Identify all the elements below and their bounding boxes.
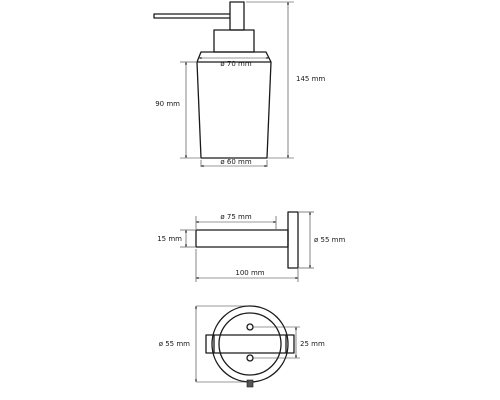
- screw-icon: [246, 379, 254, 388]
- wall-plate-inner-circle: [218, 312, 282, 376]
- holder-arm: [195, 229, 289, 248]
- bottom-diameter-label: ø 60 mm: [220, 158, 251, 166]
- holder-side-view: ø 75 mm ø 55 mm 15 mm 100 mm: [157, 211, 345, 282]
- projection-label: 100 mm: [235, 269, 264, 277]
- left-lug: [205, 334, 215, 354]
- dispenser-side-view: ø 70 mm ø 60 mm 90 mm 145 mm: [153, 1, 325, 168]
- hole-spacing-label: 25 mm: [300, 340, 325, 348]
- top-diameter-label: ø 70 mm: [220, 60, 251, 68]
- ring-diameter-label: ø 75 mm: [220, 213, 251, 221]
- body-height-label: 90 mm: [155, 100, 180, 108]
- arm-height-label: 15 mm: [157, 235, 182, 243]
- front-diameter-label: ø 55 mm: [159, 340, 190, 348]
- wall-plate-front-view: ø 55 mm 25 mm: [159, 305, 325, 388]
- holder-wall-plate: [287, 211, 299, 269]
- pump-head: [229, 1, 245, 31]
- right-lug: [285, 334, 295, 354]
- wall-plate-outer-circle: [211, 305, 289, 383]
- upper-mounting-hole: [246, 323, 254, 331]
- plate-diameter-label: ø 55 mm: [314, 236, 345, 244]
- pump-collar: [213, 29, 255, 53]
- pump-spout: [153, 13, 230, 19]
- total-height-label: 145 mm: [296, 75, 325, 83]
- lower-mounting-hole: [246, 354, 254, 362]
